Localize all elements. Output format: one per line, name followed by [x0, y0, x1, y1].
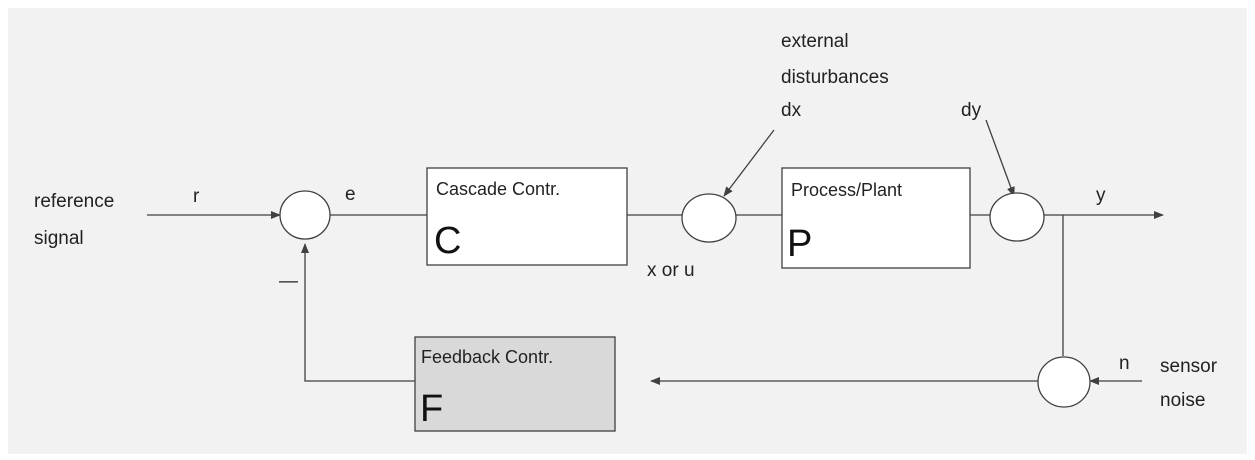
y-signal-label: y	[1096, 185, 1106, 206]
process-plant-symbol: P	[787, 223, 813, 265]
feedback-controller-symbol: F	[420, 388, 444, 430]
x-or-u-signal-label: x or u	[647, 260, 695, 281]
cascade-controller-title: Cascade Contr.	[436, 179, 561, 199]
output-disturbance-summing-junction	[989, 192, 1045, 242]
reference-signal-label-line-2: signal	[34, 228, 84, 249]
r-signal-label: r	[193, 186, 200, 207]
dy-disturbance-arrow	[985, 119, 1015, 197]
sensor-noise-label-line-2: noise	[1160, 390, 1206, 411]
reference-summing-junction	[279, 190, 331, 240]
dy-signal-label: dy	[961, 100, 982, 121]
n-signal-label: n	[1119, 353, 1130, 374]
disturbance-label-line-1: external	[781, 31, 849, 52]
dx-signal-label: dx	[781, 100, 802, 121]
process-plant-block	[781, 167, 971, 269]
reference-signal-label-line-1: reference	[34, 191, 115, 212]
sensor-noise-summing-junction	[1037, 356, 1091, 408]
feedback-return-line	[301, 243, 415, 382]
cascade-controller-symbol: C	[434, 220, 462, 262]
input-disturbance-summing-junction	[681, 193, 737, 243]
e-signal-label: e	[345, 184, 356, 205]
minus-sign-label: —	[279, 271, 298, 292]
dx-disturbance-arrow	[723, 129, 775, 197]
feedback-controller-title: Feedback Contr.	[421, 347, 554, 367]
cascade-controller-block	[426, 167, 628, 266]
sensor-noise-label-line-1: sensor	[1160, 356, 1218, 377]
process-plant-title: Process/Plant	[791, 180, 903, 200]
feedback-controller-block	[414, 336, 616, 432]
disturbance-label-line-2: disturbances	[781, 67, 889, 88]
